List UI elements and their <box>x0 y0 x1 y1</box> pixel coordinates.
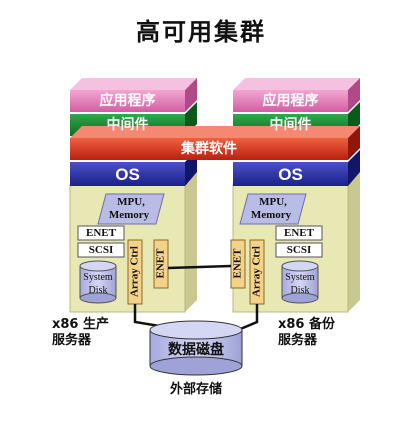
right-app-side <box>348 78 360 112</box>
left-caption-2: 服务器 <box>52 333 92 348</box>
right-app-top <box>233 78 360 90</box>
right-os-layer <box>233 162 348 186</box>
right-array-ctrl-label: Array Ctrl <box>250 246 263 298</box>
right-storage-link <box>237 304 259 332</box>
left-scsi-box <box>77 242 125 258</box>
right-cpu-label-1: MPU, <box>259 196 287 208</box>
right-app-label: 应用程序 <box>262 93 319 109</box>
right-disk-label-1: System <box>285 272 315 283</box>
page-title: 高可用集群 <box>136 18 266 46</box>
right-enet-card <box>230 239 246 289</box>
left-enet-label: ENET <box>86 227 116 239</box>
left-array-ctrl-label: Array Ctrl <box>128 246 141 298</box>
right-enet-label: ENET <box>284 227 314 239</box>
external-storage-caption: 外部存储 <box>169 382 222 397</box>
right-system-disk <box>281 260 319 304</box>
right-cpu-label-2: Memory <box>250 209 292 221</box>
left-disk-label-1: System <box>83 272 113 283</box>
left-caption-1: x86 生产 <box>52 317 110 332</box>
shared-data-disk <box>149 320 243 376</box>
cluster-software-bar <box>70 126 360 160</box>
left-enet-card <box>153 239 169 289</box>
right-os-side <box>348 150 360 186</box>
left-app-layer <box>70 90 185 112</box>
right-server <box>230 78 360 313</box>
left-os-layer <box>70 162 185 186</box>
left-disk-label-2: Disk <box>88 285 108 296</box>
left-scsi-label: SCSI <box>88 244 114 256</box>
data-disk-label: 数据磁盘 <box>168 342 224 358</box>
right-disk-label-2: Disk <box>290 285 310 296</box>
left-cpu-block <box>97 193 165 225</box>
left-os-label: OS <box>115 165 140 184</box>
left-middleware-label: 中间件 <box>106 117 149 133</box>
right-os-label: OS <box>278 165 303 184</box>
heartbeat-link <box>167 264 232 270</box>
cluster-software-label: 集群软件 <box>181 141 237 157</box>
right-enet-card-label: ENET <box>231 248 244 279</box>
left-enet-box <box>77 225 125 241</box>
left-cpu-label-1: MPU, <box>117 196 145 208</box>
left-cpu-label-2: Memory <box>108 209 150 221</box>
right-enet-box <box>275 225 323 241</box>
right-app-layer <box>233 90 348 112</box>
right-middleware-label: 中间件 <box>269 117 312 133</box>
right-scsi-box <box>275 242 323 258</box>
right-caption-1: x86 备份 <box>278 317 336 332</box>
right-caption-2: 服务器 <box>278 333 318 348</box>
right-scsi-label: SCSI <box>286 244 312 256</box>
left-app-top <box>70 78 197 90</box>
left-app-label: 应用程序 <box>99 93 156 109</box>
left-system-disk <box>79 260 117 304</box>
right-cpu-block <box>239 193 307 225</box>
left-enet-card-label: ENET <box>154 248 167 279</box>
left-app-side <box>185 78 197 112</box>
